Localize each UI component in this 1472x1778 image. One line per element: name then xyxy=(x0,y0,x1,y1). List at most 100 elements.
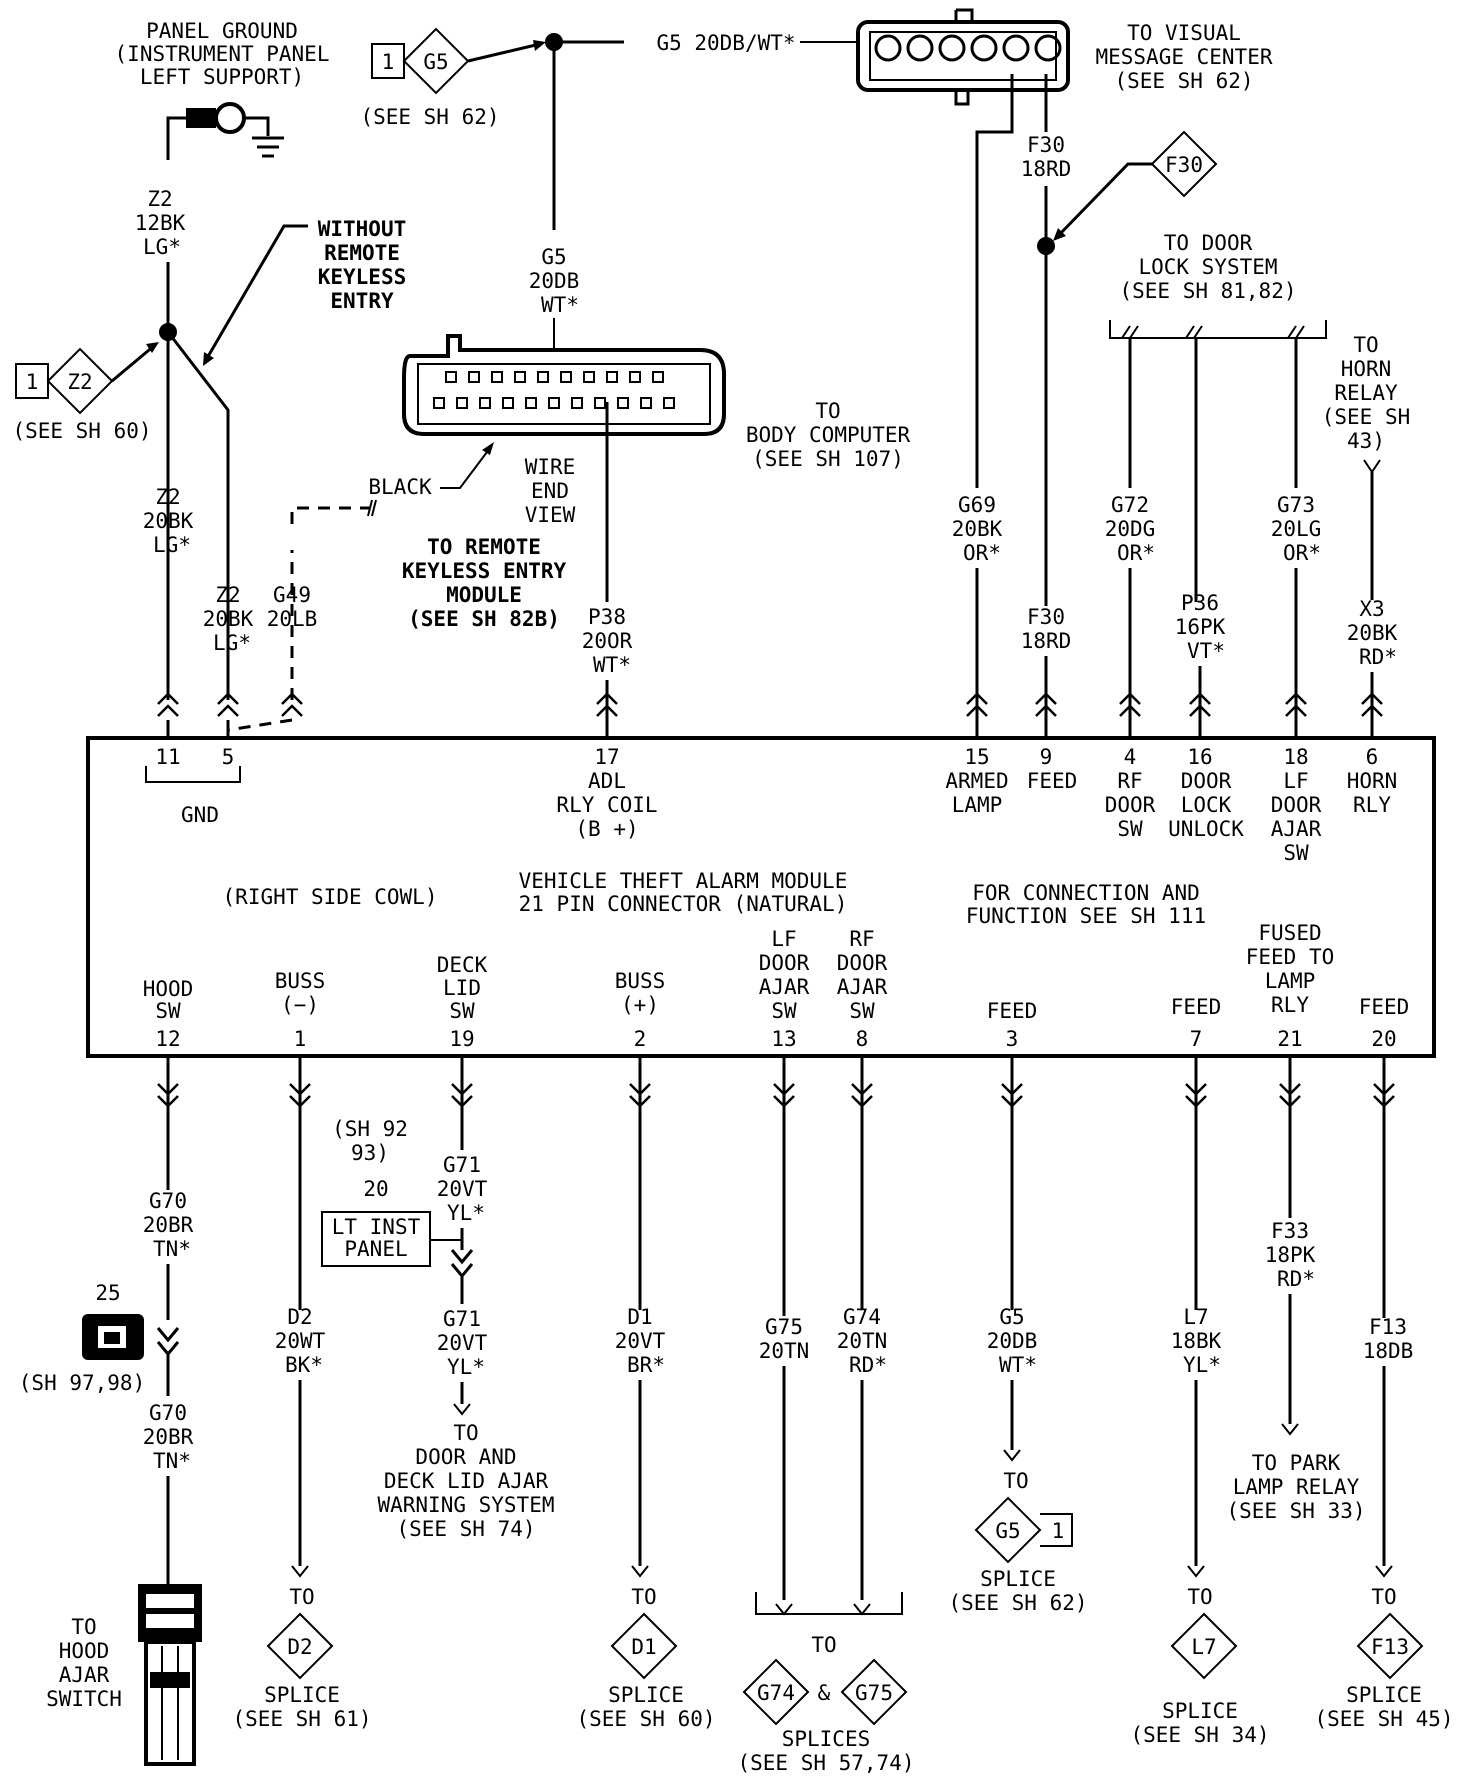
z2-sheet: 1 xyxy=(26,370,39,394)
pin-label: SW xyxy=(1283,841,1309,865)
pin-number: 18 xyxy=(1283,745,1308,769)
pin-label: HORN xyxy=(1347,769,1398,793)
pin-number: 9 xyxy=(1040,745,1053,769)
pin-number: 19 xyxy=(449,1027,474,1051)
connector-chevron xyxy=(157,692,179,717)
z2-20bk-b-color: LG* xyxy=(213,631,251,655)
note-line: SWITCH xyxy=(46,1687,122,1711)
g5-splice-sheet: 1 xyxy=(1052,1519,1065,1543)
g5-splice-id: G5 xyxy=(995,1519,1020,1543)
g49-circuit: G49 xyxy=(273,583,311,607)
p36-color: VT* xyxy=(1187,639,1225,663)
connector-cavity xyxy=(606,371,618,383)
pin-label: BUSS xyxy=(615,969,666,993)
connector-chevron xyxy=(596,692,618,717)
g5-splice-label: SPLICE xyxy=(980,1567,1056,1591)
connector-cavity xyxy=(617,397,629,409)
g5-color: WT* xyxy=(541,293,579,317)
note-line: LOCK SYSTEM xyxy=(1138,255,1277,279)
pin-label: AJAR xyxy=(837,975,888,999)
lt-inst-pin: 20 xyxy=(363,1177,388,1201)
g70-a-gauge: 20BR xyxy=(143,1213,194,1237)
hood-switch-note: TO HOOD AJAR SWITCH xyxy=(46,1615,122,1711)
pin-label: RLY xyxy=(1271,993,1309,1017)
bottom-chevrons xyxy=(157,1083,1395,1108)
note-line: DECK LID AJAR xyxy=(384,1469,549,1493)
module-name-line1: VEHICLE THEFT ALARM MODULE xyxy=(519,869,848,893)
connector-cavity xyxy=(468,371,480,383)
g74-circuit: G74 xyxy=(843,1305,881,1329)
connector-chevron xyxy=(1285,692,1307,717)
note-line: DOOR AND xyxy=(415,1445,516,1469)
x3-gauge: 20BK xyxy=(1347,621,1398,645)
f30-upper-circuit: F30 xyxy=(1027,133,1065,157)
pin-number: 17 xyxy=(594,745,619,769)
g5-bottom-gauge: 20DB xyxy=(987,1329,1038,1353)
module-ref-line1: FOR CONNECTION AND xyxy=(972,881,1200,905)
g5-diamond-ref: 1 G5 (SEE SH 62) xyxy=(360,27,546,129)
g5-gauge: 20DB xyxy=(529,269,580,293)
pin-label: FEED xyxy=(987,999,1038,1023)
note-line: (SEE SH 82B) xyxy=(408,607,560,631)
d1-circuit: D1 xyxy=(627,1305,652,1329)
g75-circuit: G75 xyxy=(765,1315,803,1339)
pin-label: SW xyxy=(771,999,797,1023)
note-line: TO xyxy=(815,399,840,423)
pin-label: LAMP xyxy=(952,793,1003,817)
module-box xyxy=(86,736,1436,1058)
note-line: TO DOOR xyxy=(1164,231,1253,255)
body-computer-note: TO BODY COMPUTER (SEE SH 107) xyxy=(746,399,911,471)
horn-relay-note: TO HORN RELAY (SEE SH 43) xyxy=(1322,333,1411,453)
pin-label: SW xyxy=(155,999,181,1023)
connector-chevron xyxy=(1189,692,1211,717)
f30-diamond-ref: F30 xyxy=(1053,130,1218,241)
d2-color: BK* xyxy=(285,1353,323,1377)
g5-bottom-to: TO xyxy=(1003,1469,1028,1493)
g69-gauge: 20BK xyxy=(952,517,1003,541)
connector-cavity xyxy=(874,34,902,62)
g74-g75-to: TO xyxy=(811,1633,836,1657)
connector-25: 25 (SH 97,98) xyxy=(19,1281,145,1395)
g70-b-circuit: G70 xyxy=(149,1401,187,1425)
pin-label: RF xyxy=(1117,769,1142,793)
d1-color: BR* xyxy=(627,1353,665,1377)
pin-label: SW xyxy=(449,999,475,1023)
g70-b-color: TN* xyxy=(153,1449,191,1473)
panel-ground-line3: LEFT SUPPORT) xyxy=(140,65,304,89)
pin-number: 15 xyxy=(964,745,989,769)
connector-cavity xyxy=(1002,34,1030,62)
connector-cavity xyxy=(938,34,966,62)
note-line: RELAY xyxy=(1334,381,1398,405)
to-rke-note: TO REMOTE KEYLESS ENTRY MODULE (SEE SH 8… xyxy=(402,535,567,631)
g72-circuit: G72 xyxy=(1111,493,1149,517)
connector-25-ref: (SH 97,98) xyxy=(19,1371,145,1395)
pin-label: (−) xyxy=(281,993,319,1017)
connector-cavity xyxy=(537,371,549,383)
wire-end-view-note: WIRE END VIEW xyxy=(525,455,576,527)
pin-label: RLY COIL xyxy=(556,793,657,817)
pin-label: ARMED xyxy=(945,769,1008,793)
module-name-line2: 21 PIN CONNECTOR (NATURAL) xyxy=(519,892,848,916)
note-line: WIRE xyxy=(525,455,576,479)
note-line: REMOTE xyxy=(324,241,400,265)
d2-gauge: 20WT xyxy=(275,1329,326,1353)
pin-label: UNLOCK xyxy=(1168,817,1244,841)
connector-chevron xyxy=(1119,692,1141,717)
g73-color: OR* xyxy=(1283,541,1321,565)
z2-diamond-ref: 1 Z2 (SEE SH 60) xyxy=(12,342,159,443)
f13-to: TO xyxy=(1371,1585,1396,1609)
vmc-note: TO VISUAL MESSAGE CENTER (SEE SH 62) xyxy=(1095,21,1272,93)
note-line: (SEE SH 74) xyxy=(396,1517,535,1541)
g73-circuit: G73 xyxy=(1277,493,1315,517)
l7-splice-id: L7 xyxy=(1191,1635,1216,1659)
f13-splice-diamond xyxy=(1356,1612,1424,1680)
d1-splice-diamond xyxy=(610,1612,678,1680)
pin-label: RLY xyxy=(1353,793,1391,817)
pin-number: 4 xyxy=(1124,745,1137,769)
note-line: (SEE SH 62) xyxy=(1114,69,1253,93)
splice-dot xyxy=(1037,237,1055,255)
g74-splice-id: G74 xyxy=(757,1681,795,1705)
g5-see: (SEE SH 62) xyxy=(360,105,499,129)
f30-circuit: F30 xyxy=(1027,605,1065,629)
connector-cavity xyxy=(548,397,560,409)
